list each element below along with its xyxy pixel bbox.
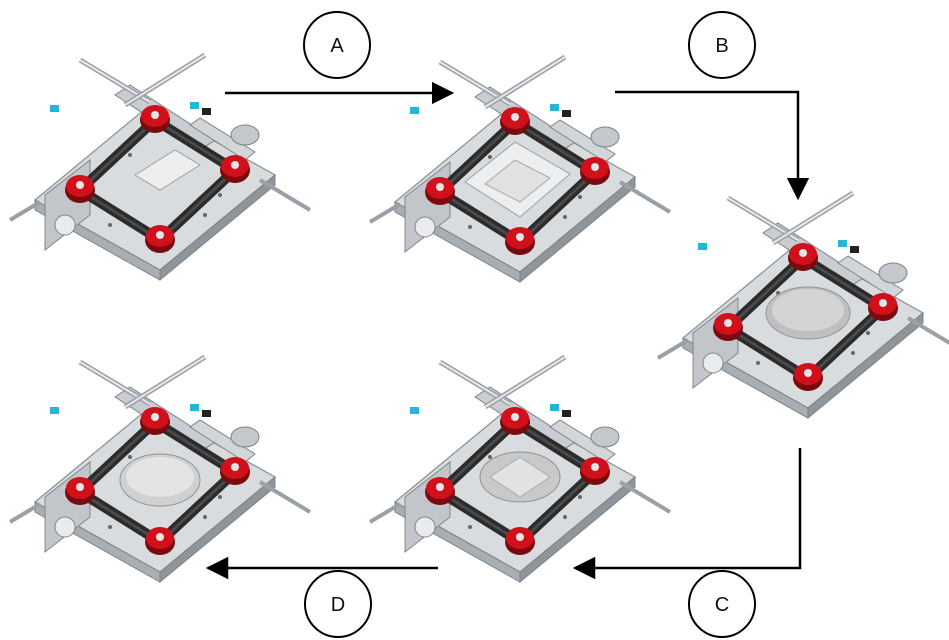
step-d-circle: D: [304, 570, 372, 638]
step-c-circle: C: [688, 570, 756, 638]
step-c-label: C: [715, 594, 729, 616]
mechanism-state-4: [370, 357, 670, 582]
mechanism-state-3: [658, 193, 949, 418]
step-b-label: B: [715, 35, 728, 57]
mechanism-state-5: [10, 357, 310, 582]
step-d-label: D: [331, 594, 345, 616]
step-a-circle: A: [303, 11, 371, 79]
arrow-b: [615, 90, 810, 201]
arrow-c: [572, 448, 802, 580]
mechanism-state-1: [10, 55, 310, 280]
mechanism-state-2: [370, 57, 670, 282]
step-b-circle: B: [688, 11, 756, 79]
step-a-label: A: [330, 35, 344, 57]
